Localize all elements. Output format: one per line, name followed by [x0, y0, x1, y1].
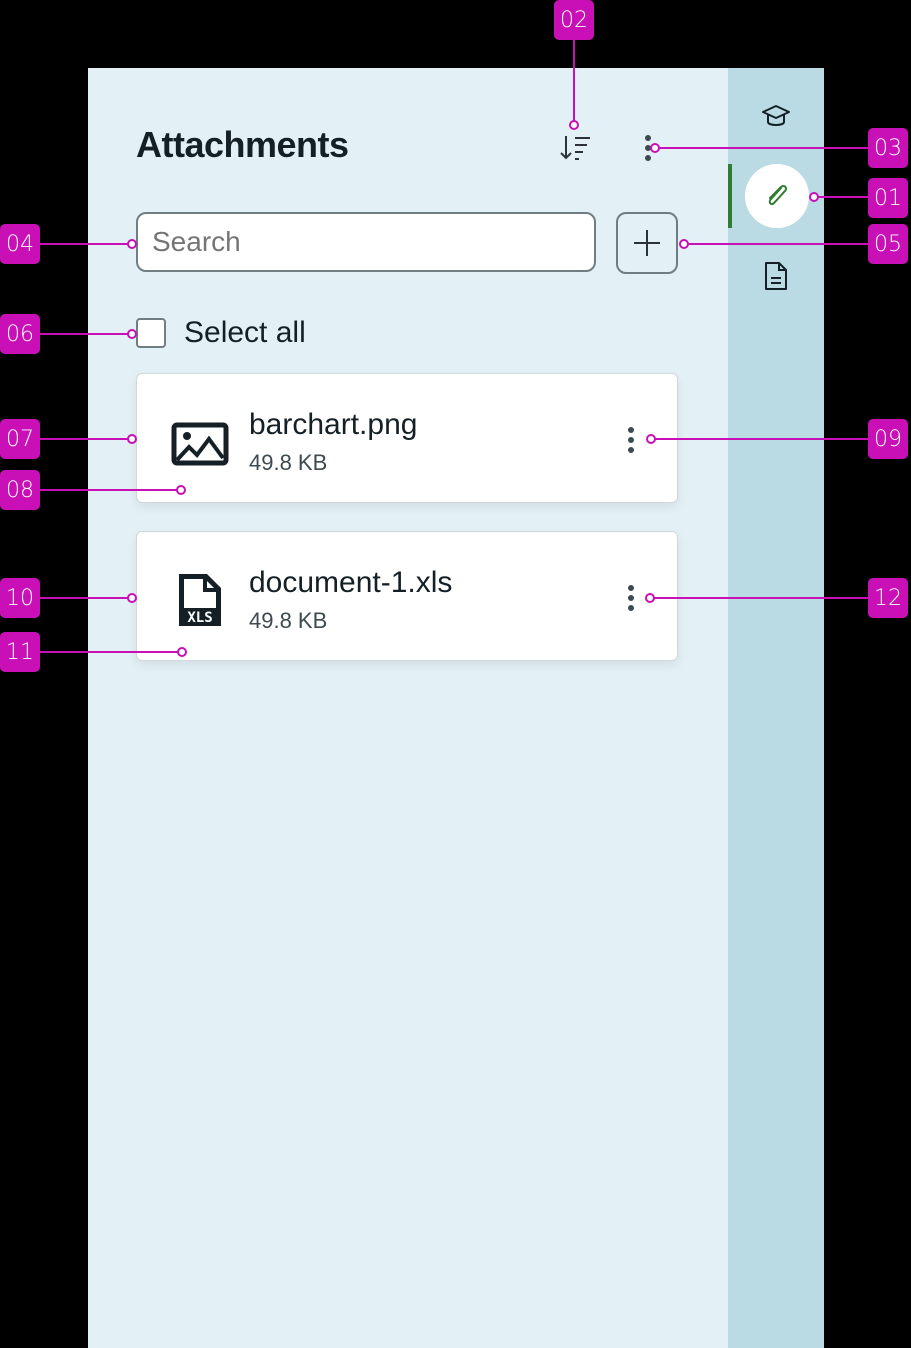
rail-item-document[interactable] [758, 256, 794, 296]
file-size: 49.8 KB [249, 608, 328, 633]
callout-badge: 10 [0, 578, 40, 618]
kebab-menu-icon [645, 135, 651, 161]
more-options-button[interactable] [636, 132, 660, 164]
callout-badge: 04 [0, 224, 40, 264]
file-card[interactable]: XLS document-1.xls 49.8 KB [136, 531, 678, 661]
sort-descending-icon [560, 136, 590, 160]
file-size: 49.8 KB [249, 450, 328, 475]
callout-badge: 02 [554, 0, 594, 40]
callout-badge: 06 [0, 314, 40, 354]
select-all-checkbox[interactable] [136, 318, 166, 348]
select-all-label: Select all [184, 316, 306, 349]
file-options-kebab-icon[interactable] [621, 582, 641, 614]
callout-badge: 09 [868, 419, 908, 459]
paperclip-icon [768, 184, 788, 206]
callout-badge: 07 [0, 419, 40, 459]
document-icon [765, 262, 787, 290]
callout-badge: 11 [0, 632, 40, 672]
plus-icon [634, 230, 660, 256]
graduation-cap-icon [762, 105, 790, 126]
search-input[interactable] [136, 212, 596, 272]
callout-badge: 08 [0, 470, 40, 510]
callout-badge: 12 [868, 578, 908, 618]
active-indicator [728, 164, 732, 228]
file-name: barchart.png [249, 408, 418, 441]
sort-button[interactable] [558, 132, 594, 164]
callout-badge: 01 [868, 178, 908, 218]
file-name: document-1.xls [249, 566, 453, 599]
side-rail [728, 68, 824, 1348]
panel-title: Attachments [136, 124, 349, 165]
callout-badge: 03 [868, 128, 908, 168]
xls-file-icon: XLS [179, 574, 221, 626]
attachments-panel [88, 68, 728, 1348]
svg-text:XLS: XLS [187, 610, 212, 626]
image-file-icon [171, 422, 229, 466]
select-all-control[interactable]: Select all [136, 316, 306, 350]
add-attachment-button[interactable] [616, 212, 678, 274]
file-options-kebab-icon[interactable] [621, 424, 641, 456]
rail-item-learning[interactable] [756, 98, 796, 134]
rail-item-attachments[interactable] [745, 164, 809, 228]
callout-badge: 05 [868, 224, 908, 264]
